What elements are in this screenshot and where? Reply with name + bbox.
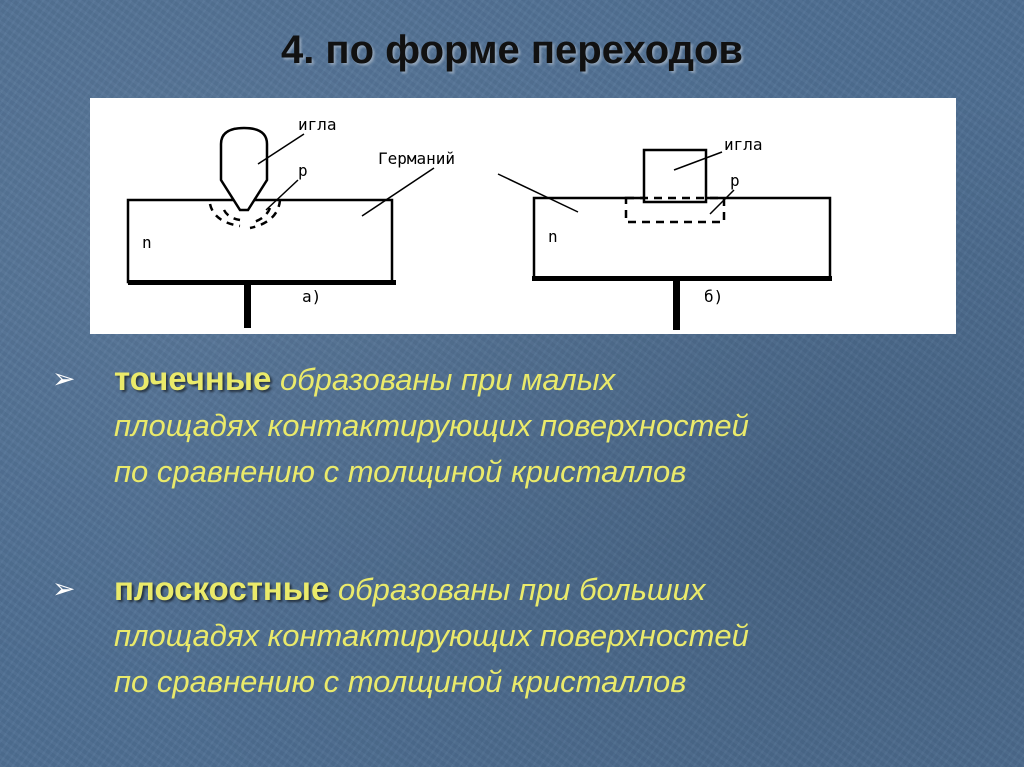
planar-contact-diagram: игла p n б): [532, 135, 832, 330]
left-p-label: p: [298, 161, 308, 180]
right-needle-leader: [673, 151, 723, 171]
bullet-line-1: образованы при малых: [271, 362, 616, 397]
bullet-line-3: по сравнению с толщиной кристаллов: [114, 664, 687, 699]
left-caption: а): [302, 287, 321, 306]
left-base-plate: [128, 280, 396, 285]
germanium-label: Германий: [378, 149, 455, 168]
needle-shape: [219, 126, 269, 212]
bullet-arrow-icon: ➢: [52, 573, 76, 604]
right-caption: б): [704, 287, 723, 306]
right-n-label: n: [548, 227, 558, 246]
bullet-planar: ➢ плоскостные образованы при больших пло…: [52, 566, 972, 705]
bullet-point-contact: ➢ точечные образованы при малых площадях…: [52, 356, 972, 495]
left-base-stem: [244, 284, 251, 328]
p-region-dashes: [208, 199, 282, 230]
left-crystal-block: [126, 198, 394, 284]
right-crystal-block: [532, 196, 832, 280]
bullet-arrow-icon: ➢: [52, 363, 76, 394]
right-germanium-leader: [497, 173, 579, 213]
bullet-line-2: площадях контактирующих поверхностей: [114, 618, 749, 653]
left-needle-label: игла: [298, 115, 337, 134]
right-base-plate: [532, 276, 832, 281]
right-needle-label: игла: [724, 135, 763, 154]
bullet-line-2: площадях контактирующих поверхностей: [114, 408, 749, 443]
diagram-svg: игла p n а) Германий игла p n б): [126, 115, 832, 330]
right-p-label: p: [730, 171, 740, 190]
planar-needle-block: [642, 148, 708, 204]
bullet-line-1: образованы при больших: [329, 572, 706, 607]
point-contact-diagram: игла p n а): [126, 115, 435, 328]
right-p-leader: [709, 189, 735, 215]
planar-p-region: [624, 196, 726, 224]
left-p-leader: [265, 179, 299, 211]
bullet-text: точечные образованы при малых площадях к…: [114, 356, 972, 495]
right-base-stem: [673, 280, 680, 330]
left-needle-leader: [257, 133, 305, 165]
slide-title: 4. по форме переходов: [280, 28, 744, 72]
bullet-line-3: по сравнению с толщиной кристаллов: [114, 454, 687, 489]
left-n-label: n: [142, 233, 152, 252]
pn-junction-diagram: игла p n а) Германий игла p n б): [90, 98, 956, 334]
bullet-term: точечные: [114, 360, 272, 397]
bullet-term: плоскостные: [114, 570, 330, 607]
bullet-text: плоскостные образованы при больших площа…: [114, 566, 972, 705]
left-germanium-leader: [361, 167, 435, 217]
